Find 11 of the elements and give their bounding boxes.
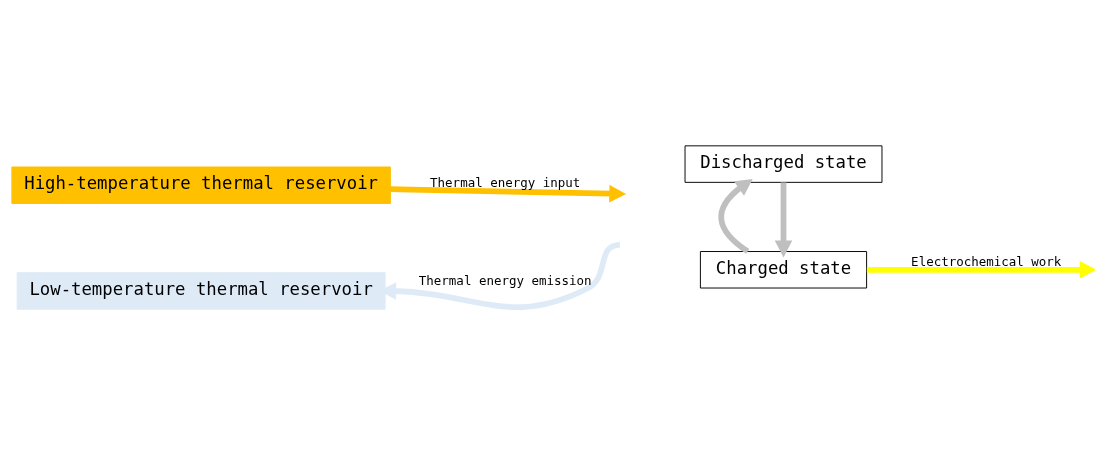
arrow [718,178,753,254]
arrow [866,260,1095,279]
node-box: Discharged state [684,145,883,183]
edge-label: Thermal energy input [430,174,581,190]
node-box: Charged state [699,251,868,289]
node-box: Low-temperature thermal reservoir [16,272,386,310]
arrow [390,184,627,203]
node-box: High-temperature thermal reservoir [11,166,391,204]
edge-label: Thermal energy emission [418,272,592,288]
arrow [774,182,793,258]
edge-label: Electrochemical work [911,254,1062,270]
